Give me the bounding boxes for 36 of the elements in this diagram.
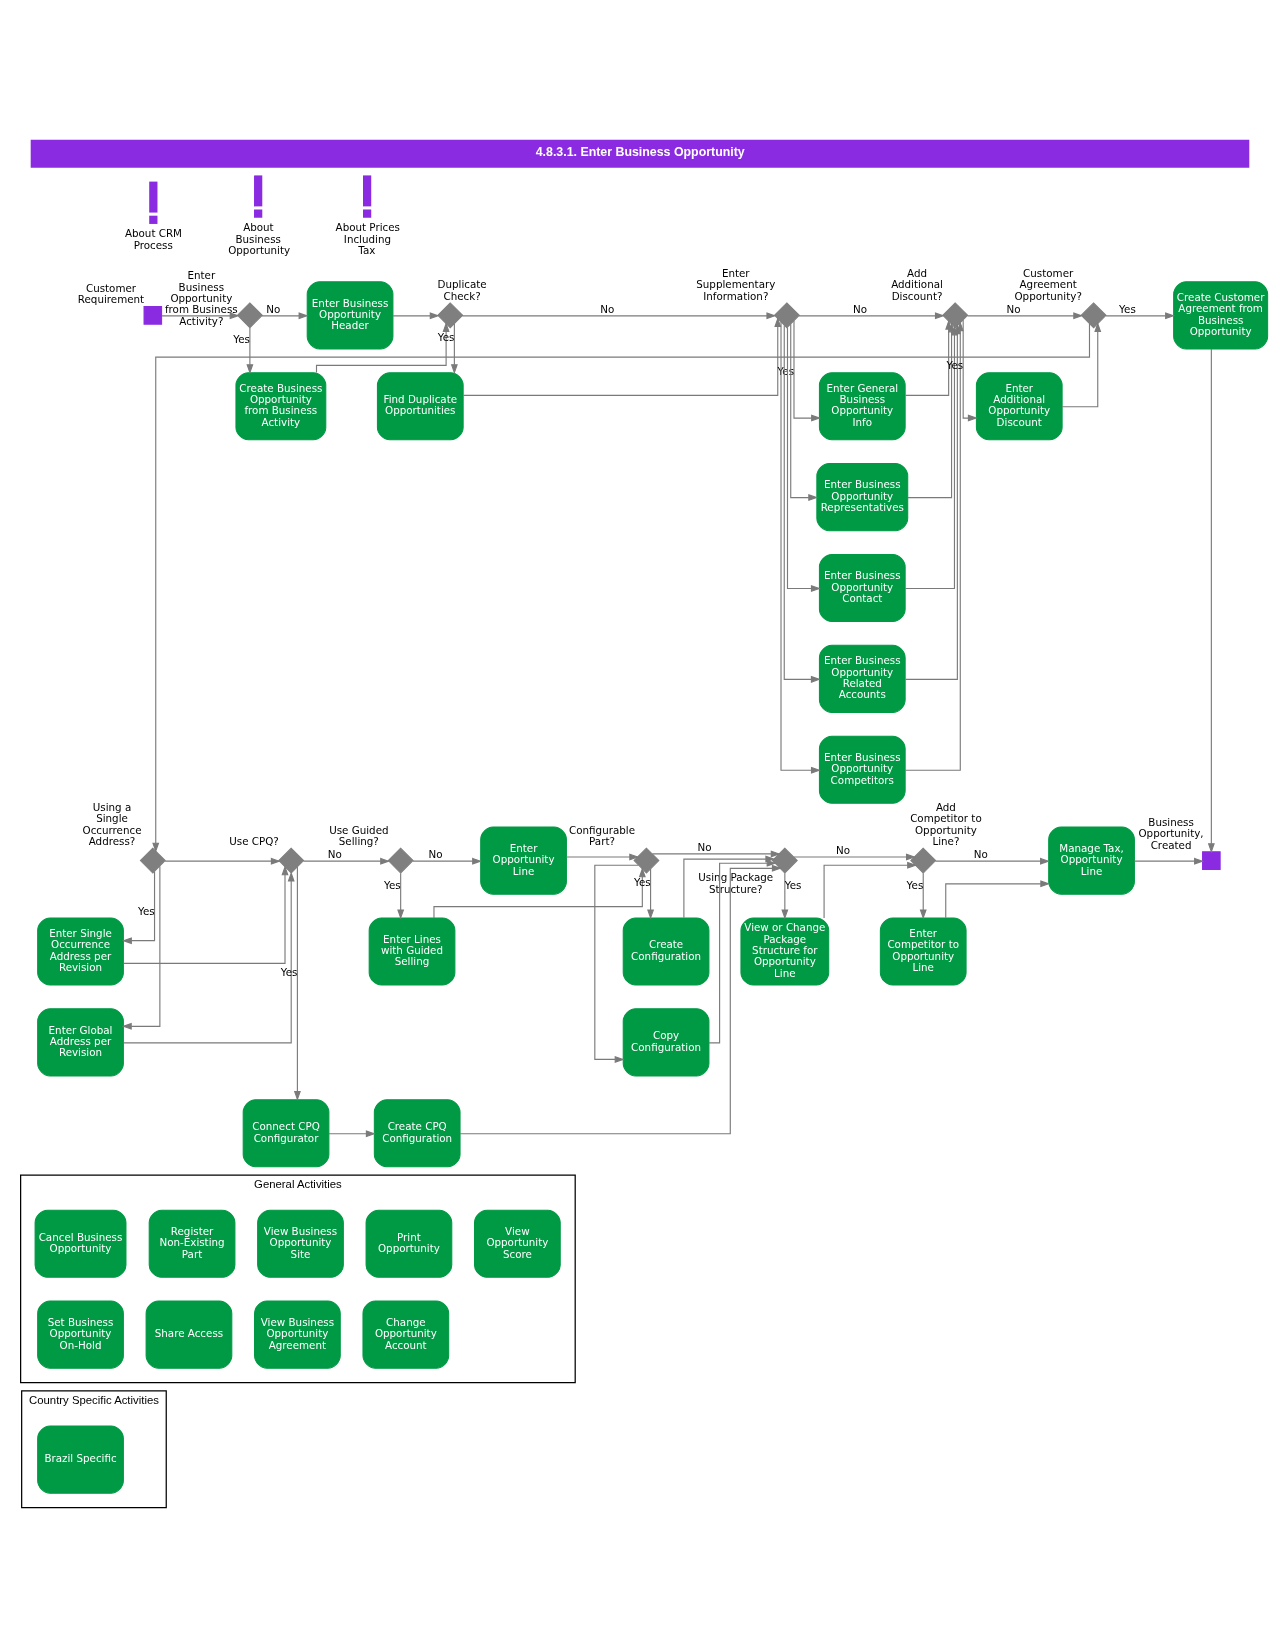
node-label: Duplicate Check? <box>437 277 487 302</box>
edge-label: No <box>973 847 988 860</box>
edge-label: No <box>1006 302 1021 315</box>
edge-label: Yes <box>906 878 924 891</box>
node-label: Using Package Structure? <box>698 870 774 895</box>
node-label: Use Guided Selling? <box>329 823 389 847</box>
node-label: Use CPQ? <box>229 834 279 847</box>
node-label: About Prices Including Tax <box>335 220 400 256</box>
node-label: Add Competitor to Opportunity Line? <box>910 800 982 847</box>
edge-label: Yes <box>784 878 802 891</box>
edge-label: Yes <box>280 965 298 978</box>
edge-label: Yes <box>1119 302 1136 315</box>
edge-label: Yes <box>137 904 155 917</box>
edge-label: No <box>835 843 851 856</box>
edge-label: No <box>266 302 281 315</box>
node-label: Using a Single Occurrence Address? <box>82 800 142 847</box>
node-label: Enter Business Opportunity from Business Activity? <box>164 268 238 327</box>
node-label: About CRM Process <box>124 226 182 251</box>
edge-label: Yes <box>946 358 964 371</box>
edge-label: Yes <box>384 878 401 891</box>
node-label: Customer Requirement <box>77 281 145 305</box>
edge-label: No <box>327 847 342 860</box>
edge-label: Yes <box>634 875 651 888</box>
edge-label: No <box>697 840 712 853</box>
edge-label: No <box>853 302 868 315</box>
node-label: Add Additional Discount? <box>891 266 943 302</box>
edge-label: No <box>428 847 443 860</box>
node-label: Customer Agreement Opportunity? <box>1014 266 1082 302</box>
node-label: Enter Supplementary Information? <box>696 266 776 302</box>
node-label: Business Opportunity, Created <box>1138 815 1204 851</box>
node-label: Configurable Part? <box>569 823 636 847</box>
diagram-title: 4.8.3.1. Enter Business Opportunity <box>535 144 745 159</box>
edge-label: Yes <box>437 330 455 343</box>
edge-label: Yes <box>233 332 250 345</box>
edge-label: No <box>600 302 615 315</box>
node-label: About Business Opportunity <box>228 220 291 256</box>
